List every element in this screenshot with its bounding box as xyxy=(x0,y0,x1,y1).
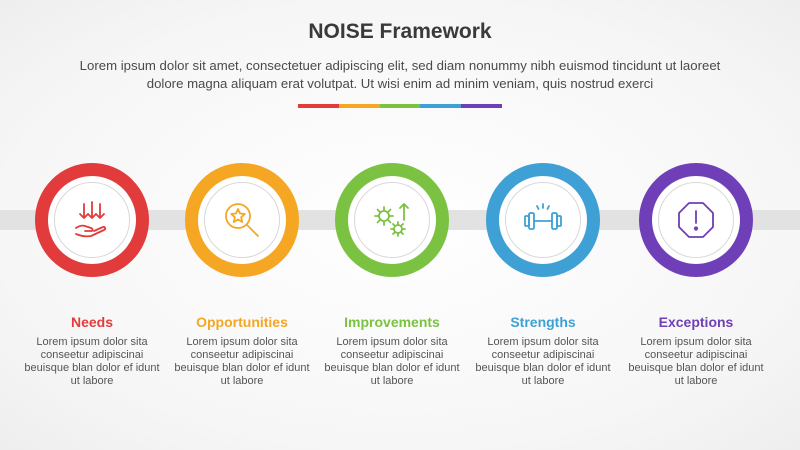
page-title: NOISE Framework xyxy=(308,20,492,43)
step-title: Exceptions xyxy=(658,314,734,330)
magnifier-star-icon xyxy=(225,203,259,237)
hexagon-exclamation-icon xyxy=(678,202,714,238)
step-ring xyxy=(335,163,449,277)
color-segment-3 xyxy=(379,104,421,108)
step-inner-circle xyxy=(505,182,581,258)
hand-arrows-down-icon xyxy=(75,201,106,238)
step-ring xyxy=(35,163,149,277)
step-title: Strengths xyxy=(510,314,576,330)
page-subtitle: Lorem ipsum dolor sit amet, consectetuer… xyxy=(79,58,721,91)
step-inner-circle xyxy=(54,182,130,258)
step-description: Lorem ipsum dolor sita conseetur adipisc… xyxy=(628,336,764,387)
dumbbell-icon xyxy=(524,203,562,230)
step-description: Lorem ipsum dolor sita conseetur adipisc… xyxy=(24,336,160,387)
color-segment-2 xyxy=(338,104,380,108)
color-segment-5 xyxy=(461,104,502,108)
step-title: Opportunities xyxy=(196,314,288,330)
step-description: Lorem ipsum dolor sita conseetur adipisc… xyxy=(174,336,310,387)
step-inner-circle xyxy=(658,182,734,258)
color-segment-4 xyxy=(420,104,462,108)
step-title: Needs xyxy=(70,314,114,330)
color-divider xyxy=(298,104,502,108)
step-description: Lorem ipsum dolor sita conseetur adipisc… xyxy=(475,336,611,387)
step-inner-circle xyxy=(354,182,430,258)
step-title: Improvements xyxy=(344,314,440,330)
step-ring xyxy=(486,163,600,277)
gears-arrow-up-icon xyxy=(374,203,409,237)
color-segment-1 xyxy=(298,104,339,108)
step-ring xyxy=(185,163,299,277)
step-ring xyxy=(639,163,753,277)
step-description: Lorem ipsum dolor sita conseetur adipisc… xyxy=(324,336,460,387)
step-inner-circle xyxy=(204,182,280,258)
